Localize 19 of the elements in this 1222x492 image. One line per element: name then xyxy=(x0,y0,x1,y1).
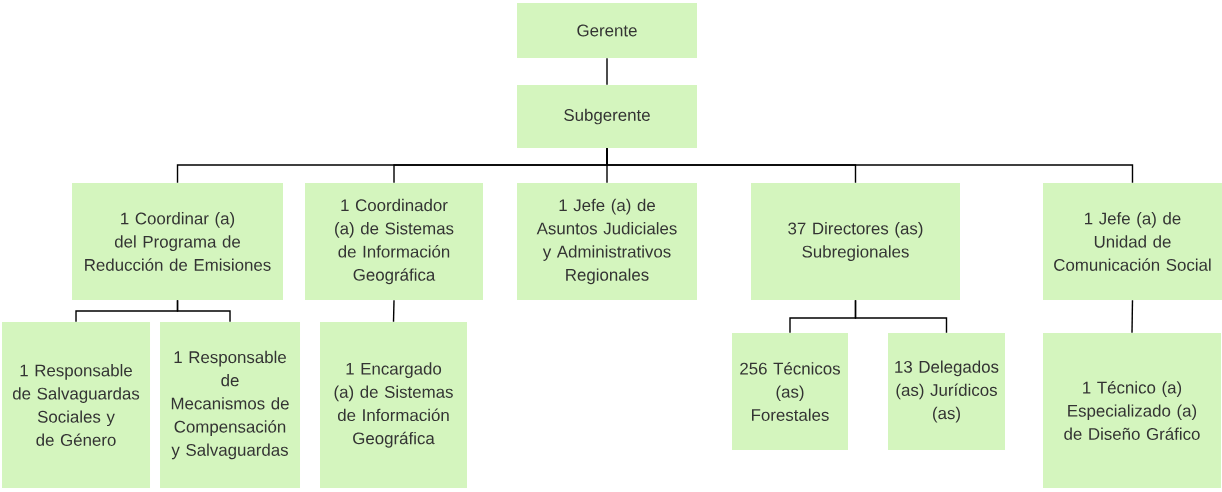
org-box: 1 Técnico (a) Especializado (a) de Diseño Gráfico xyxy=(1043,333,1221,488)
org-box: 37 Directores (as) Subregionales xyxy=(751,183,960,300)
org-box: Subgerente xyxy=(517,85,697,148)
org-box: Gerente xyxy=(517,3,697,58)
connector-line xyxy=(854,299,948,334)
connector-line xyxy=(606,147,1134,184)
org-box: 1 Coordinar (a) del Programa de Reducción de Emisiones xyxy=(72,183,283,300)
org-box: 1 Jefe (a) de Unidad de Comunicación Social xyxy=(1043,183,1222,300)
org-box: 1 Jefe (a) de Asuntos Judiciales y Administrativos Regionales xyxy=(517,183,697,300)
org-box: 1 Coordinador (a) de Sistemas de Información Geográfica xyxy=(305,183,483,300)
connector-line xyxy=(392,299,395,323)
org-box: 256 Técnicos (as) Forestales xyxy=(732,333,848,450)
org-box: 1 Responsable de Salvaguardas Sociales y de Género xyxy=(2,322,150,488)
connector-line xyxy=(1131,299,1134,334)
org-box: 1 Responsable de Mecanismos de Compensación y Salvaguardas xyxy=(160,322,300,488)
connector-line xyxy=(176,299,231,323)
connector-line xyxy=(606,57,608,86)
org-box: 13 Delegados (as) Jurídicos (as) xyxy=(888,333,1005,450)
org-box: 1 Encargado (a) de Sistemas de Información Geográfica xyxy=(320,322,467,488)
